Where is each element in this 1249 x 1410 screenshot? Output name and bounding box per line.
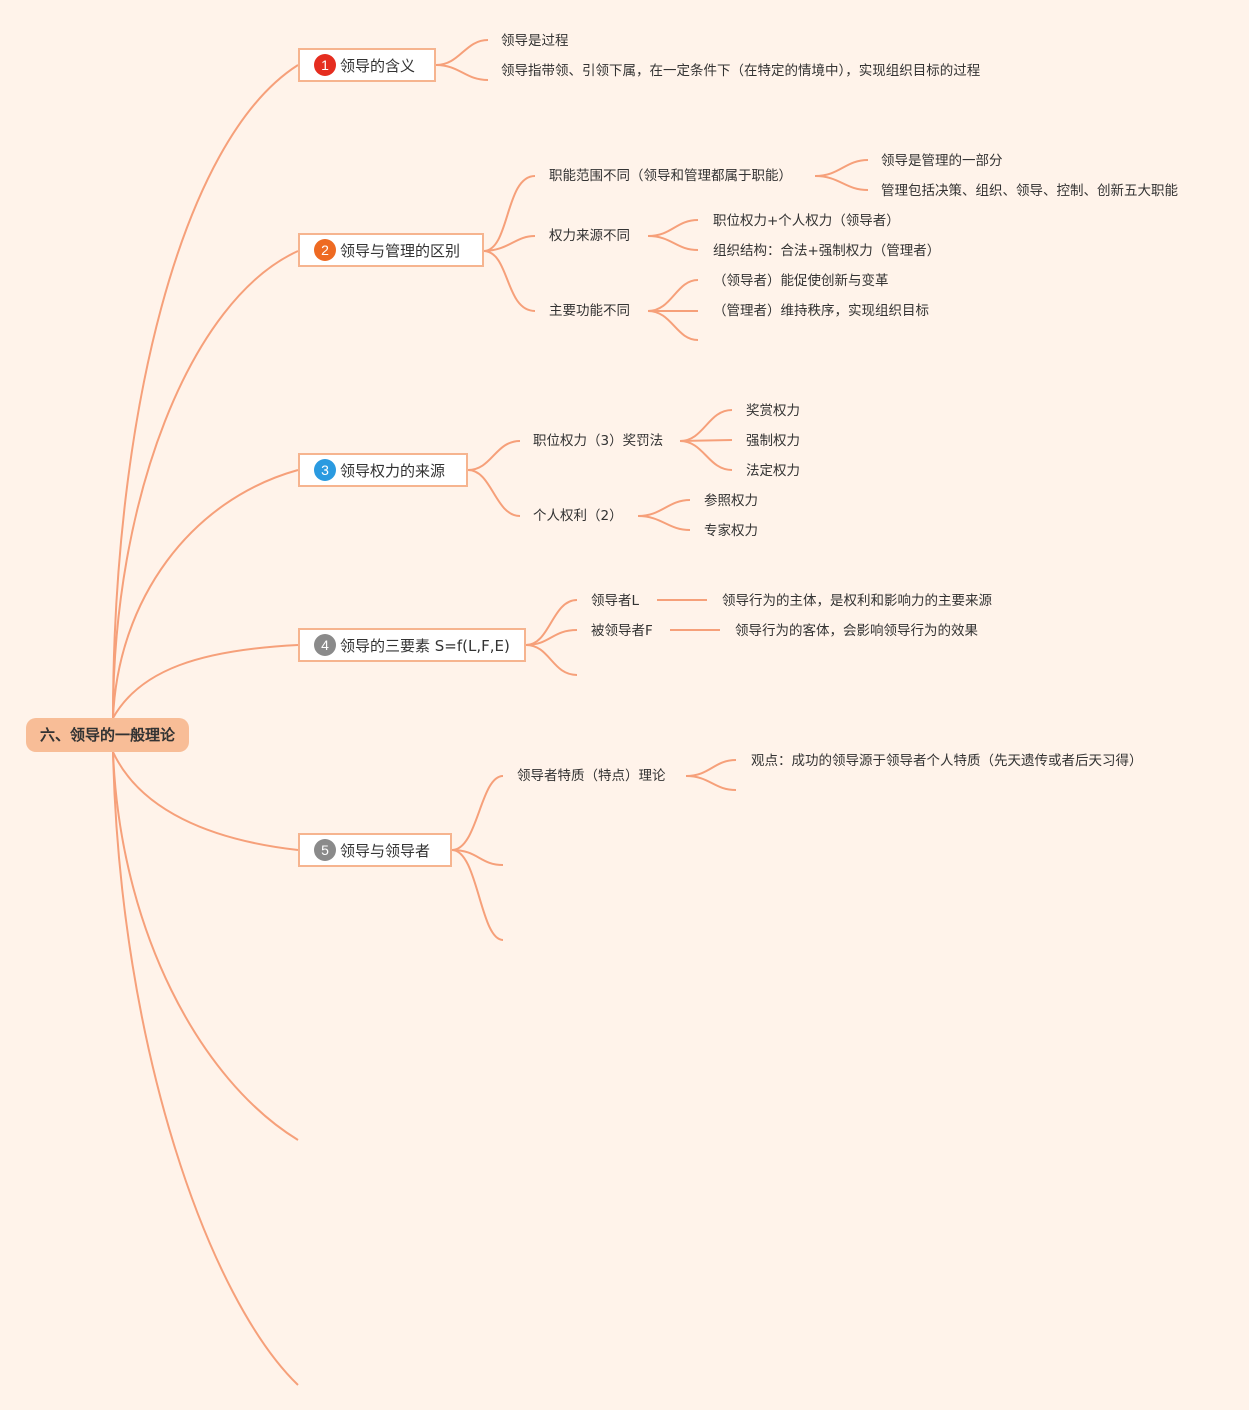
connector-t2b-2 (647, 235, 699, 251)
connector-t4-c (525, 644, 578, 676)
topic-5-child-1[interactable]: 领导者特质（特点）理论 (517, 768, 666, 784)
topic-3-child-1[interactable]: 职位权力（3）奖罚法 (533, 433, 664, 449)
connector-t5a-1 (685, 759, 737, 777)
connector-root-topic2 (112, 250, 299, 719)
number-badge-1: 1 (314, 54, 336, 76)
topic-4-child-2[interactable]: 被领导者F (591, 623, 653, 639)
topic-2-child-3-sub-1[interactable]: （领导者）能促使创新与变革 (713, 273, 889, 289)
connector-root-topic4 (112, 644, 299, 719)
topic-2-child-1-sub-2[interactable]: 管理包括决策、组织、领导、控制、创新五大职能 (881, 183, 1178, 199)
topic-2-child-1-sub-1[interactable]: 领导是管理的一部分 (881, 153, 1003, 169)
topic-3-label: 领导权力的来源 (340, 461, 446, 480)
number-badge-3: 3 (314, 459, 336, 481)
connector-t2a-2 (814, 175, 869, 191)
topic-5-label: 领导与领导者 (340, 841, 431, 860)
topic-4-child-1[interactable]: 领导者L (591, 593, 640, 609)
topic-2-label: 领导与管理的区别 (340, 241, 461, 260)
topic-3-child-2-sub-2[interactable]: 专家权力 (704, 523, 758, 539)
topic-4-child-2-detail[interactable]: 领导行为的客体，会影响领导行为的效果 (735, 623, 978, 639)
connector-t5a-2 (685, 775, 737, 791)
root-topic[interactable]: 六、领导的一般理论 (26, 718, 190, 752)
topic-1[interactable]: 1 领导的含义 (298, 48, 436, 82)
connector-root-topic3 (112, 469, 299, 719)
topic-3-child-2-sub-1[interactable]: 参照权力 (704, 493, 758, 509)
connector-t1-b (435, 64, 489, 81)
connector-t3a-2 (679, 439, 733, 442)
number-badge-5: 5 (314, 839, 336, 861)
connector-t1-a (435, 39, 489, 66)
topic-3-child-1-sub-2[interactable]: 强制权力 (746, 433, 800, 449)
topic-2[interactable]: 2 领导与管理的区别 (298, 233, 484, 267)
root-topic-label: 六、领导的一般理论 (40, 726, 176, 744)
connector-t2a-1 (814, 159, 869, 177)
topic-3-child-1-sub-3[interactable]: 法定权力 (746, 463, 800, 479)
topic-2-child-3-sub-2[interactable]: （管理者）维持秩序，实现组织目标 (713, 303, 929, 319)
connector-t2-a (483, 175, 536, 252)
topic-5-child-1-sub-1[interactable]: 观点：成功的领导源于领导者个人特质（先天遗传或者后天习得） (751, 753, 1143, 769)
connector-t2c-3 (647, 310, 699, 341)
topic-2-child-2-sub-2[interactable]: 组织结构：合法+强制权力（管理者） (713, 243, 941, 259)
connector-t3-b (467, 469, 521, 517)
topic-2-child-1[interactable]: 职能范围不同（领导和管理都属于职能） (549, 168, 792, 184)
connector-t3-a (467, 440, 521, 471)
connector-root-topic1 (112, 64, 299, 719)
topic-1-label: 领导的含义 (340, 56, 416, 75)
topic-5[interactable]: 5 领导与领导者 (298, 833, 452, 867)
topic-2-child-2[interactable]: 权力来源不同 (549, 228, 630, 244)
connector-t5-b (451, 849, 504, 866)
connector-t2-b (483, 235, 536, 252)
topic-4-child-1-detail[interactable]: 领导行为的主体，是权利和影响力的主要来源 (722, 593, 992, 609)
number-badge-2: 2 (314, 239, 336, 261)
connector-t2-c (483, 250, 536, 312)
topic-3-child-2[interactable]: 个人权利（2） (533, 508, 623, 524)
topic-2-child-2-sub-1[interactable]: 职位权力+个人权力（领导者） (713, 213, 900, 229)
topic-1-child-1[interactable]: 领导是过程 (501, 33, 569, 49)
connector-t3a-1 (679, 409, 733, 442)
connector-t5-a (451, 775, 504, 851)
connector-t2b-1 (647, 219, 699, 237)
connector-root-topic6 (112, 751, 299, 1141)
connector-root-topic7 (112, 751, 299, 1386)
topic-4-label: 领导的三要素 S=f(L,F,E) (340, 636, 510, 655)
topic-2-child-3[interactable]: 主要功能不同 (549, 303, 630, 319)
connector-root-topic5 (112, 751, 299, 851)
connector-t2c-1 (647, 279, 699, 312)
topic-1-child-2[interactable]: 领导指带领、引领下属，在一定条件下（在特定的情境中），实现组织目标的过程 (501, 63, 981, 79)
connector-t3b-1 (637, 499, 691, 517)
topic-3-child-1-sub-1[interactable]: 奖赏权力 (746, 403, 800, 419)
connector-t3b-2 (637, 515, 691, 531)
connector-t4-b (525, 629, 578, 646)
topic-4[interactable]: 4 领导的三要素 S=f(L,F,E) (298, 628, 526, 662)
number-badge-4: 4 (314, 634, 336, 656)
topic-3[interactable]: 3 领导权力的来源 (298, 453, 468, 487)
connector-t5-c (451, 849, 504, 941)
connector-t3a-3 (679, 440, 733, 471)
